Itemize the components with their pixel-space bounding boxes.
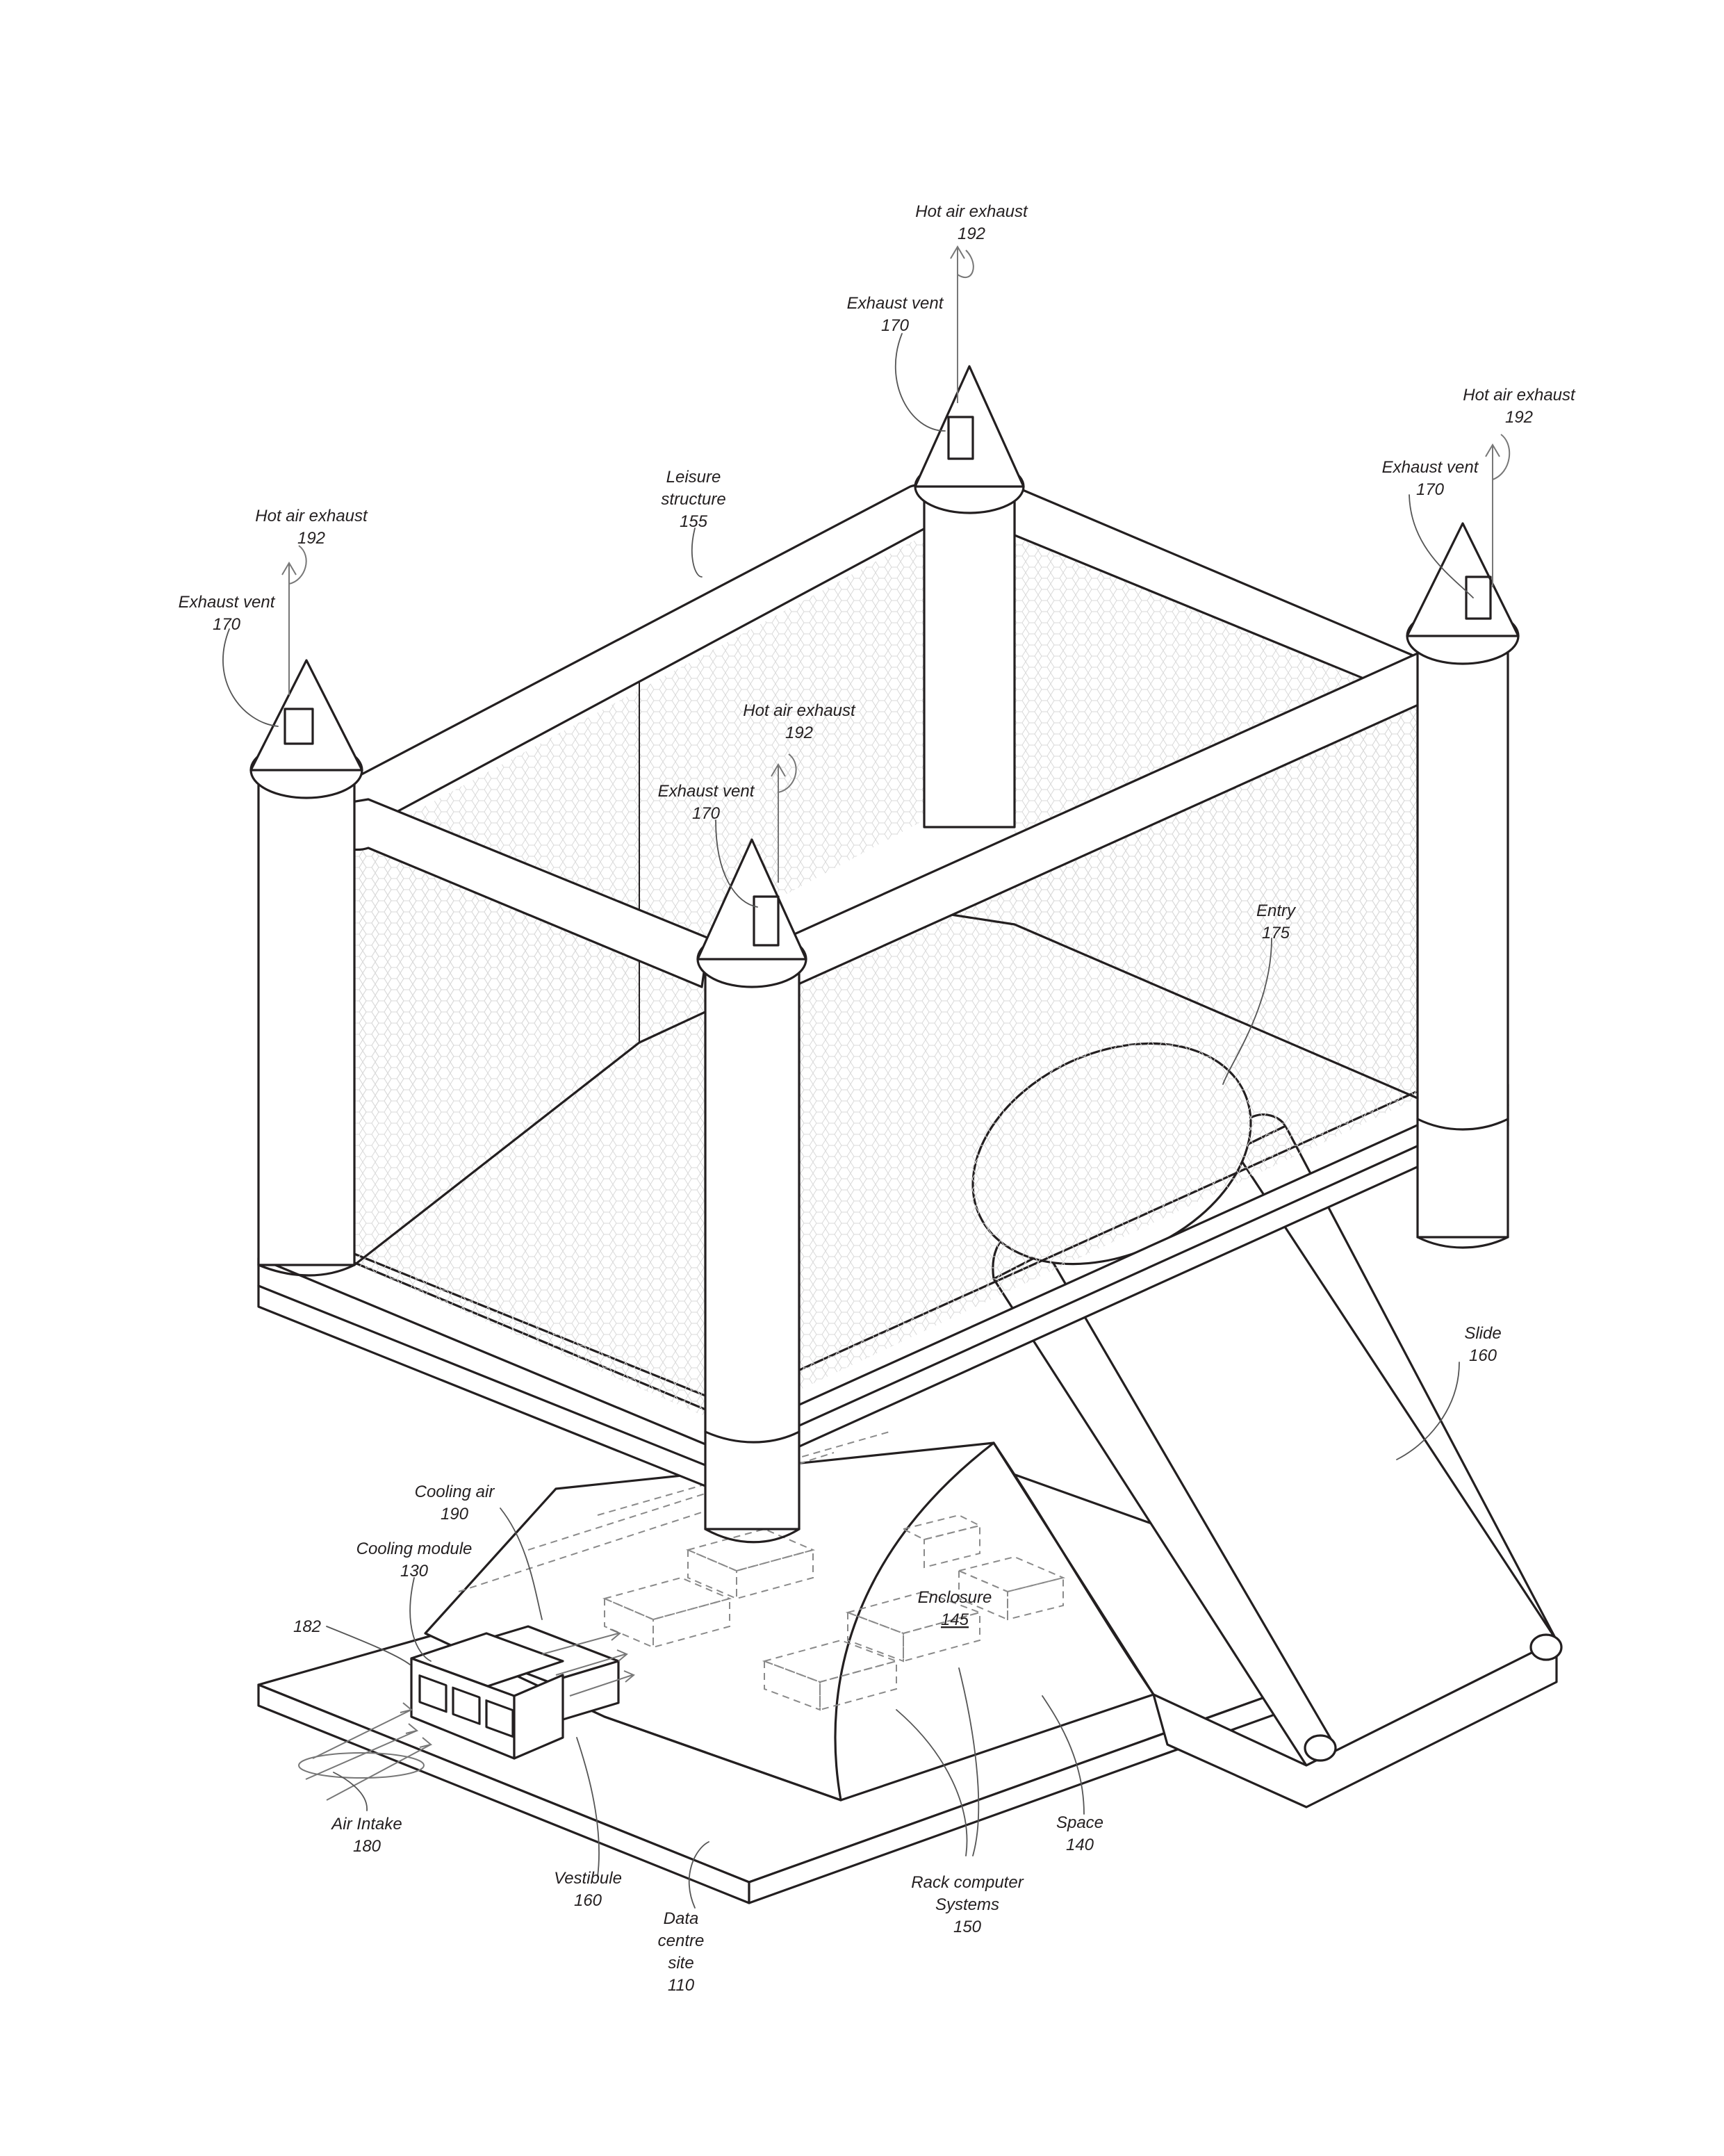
svg-text:Exhaust vent: Exhaust vent — [658, 782, 755, 801]
svg-text:Hot air exhaust: Hot air exhaust — [255, 507, 368, 525]
cooling-module — [410, 1632, 564, 1760]
hot-air-exhaust-arrows — [281, 245, 1511, 883]
svg-text:Exhaust vent: Exhaust vent — [179, 593, 276, 612]
svg-text:150: 150 — [953, 1918, 982, 1936]
air-flow-arrows — [298, 1628, 635, 1801]
svg-text:Data: Data — [664, 1909, 699, 1928]
label-cooling-module: Cooling module 130 — [356, 1540, 473, 1581]
svg-text:192: 192 — [297, 529, 325, 548]
leisure-structure — [249, 365, 1520, 1544]
svg-text:170: 170 — [213, 615, 241, 634]
tower-cone-front — [696, 838, 807, 988]
svg-text:155: 155 — [680, 512, 708, 531]
svg-text:190: 190 — [441, 1505, 469, 1524]
svg-text:Space: Space — [1056, 1813, 1103, 1832]
label-exhaust-vent-front: Exhaust vent 170 — [658, 782, 755, 823]
label-vestibule: Vestibule 160 — [554, 1869, 622, 1910]
label-182: 182 — [293, 1617, 321, 1636]
rack-computer-systems — [458, 1431, 1066, 1711]
svg-text:Rack computer: Rack computer — [911, 1873, 1024, 1892]
svg-text:140: 140 — [1066, 1836, 1094, 1854]
svg-text:Vestibule: Vestibule — [554, 1869, 622, 1888]
svg-text:structure: structure — [661, 490, 725, 509]
label-exhaust-vent-left: Exhaust vent 170 — [179, 593, 276, 634]
svg-text:Hot air exhaust: Hot air exhaust — [743, 701, 856, 720]
svg-text:Air Intake: Air Intake — [330, 1815, 402, 1834]
label-space: Space 140 — [1056, 1813, 1103, 1854]
svg-text:Slide: Slide — [1464, 1324, 1501, 1343]
svg-text:160: 160 — [574, 1891, 602, 1910]
label-air-intake: Air Intake 180 — [330, 1815, 402, 1856]
tower-cone-top — [914, 365, 1025, 514]
svg-text:Systems: Systems — [935, 1895, 999, 1914]
label-rack-computer-systems: Rack computer Systems 150 — [911, 1873, 1024, 1936]
svg-text:182: 182 — [293, 1617, 321, 1636]
label-slide: Slide 160 — [1464, 1324, 1501, 1365]
svg-text:Enclosure: Enclosure — [918, 1588, 992, 1607]
svg-text:Entry: Entry — [1256, 901, 1297, 920]
svg-text:130: 130 — [400, 1562, 429, 1581]
label-data-centre-site: Data centre site 110 — [658, 1909, 705, 1995]
label-hot-air-exhaust-left: Hot air exhaust 192 — [255, 507, 368, 548]
label-hot-air-exhaust-right: Hot air exhaust 192 — [1463, 386, 1576, 427]
svg-text:192: 192 — [785, 724, 813, 742]
svg-text:170: 170 — [692, 804, 721, 823]
svg-text:Hot air exhaust: Hot air exhaust — [1463, 386, 1576, 405]
svg-text:170: 170 — [1416, 480, 1445, 499]
label-hot-air-exhaust-front: Hot air exhaust 192 — [743, 701, 856, 742]
svg-text:Hot air exhaust: Hot air exhaust — [915, 202, 1028, 221]
leader-lines — [222, 333, 1474, 1909]
enclosure-space — [424, 1442, 1155, 1802]
tower-cone-left — [249, 659, 363, 799]
label-exhaust-vent-right: Exhaust vent 170 — [1382, 458, 1479, 499]
svg-text:110: 110 — [668, 1976, 695, 1995]
svg-text:192: 192 — [958, 224, 985, 243]
svg-text:centre: centre — [658, 1932, 705, 1950]
svg-text:145: 145 — [941, 1610, 969, 1629]
svg-text:Cooling air: Cooling air — [415, 1483, 495, 1501]
label-hot-air-exhaust-top: Hot air exhaust 192 — [915, 202, 1028, 243]
label-exhaust-vent-top: Exhaust vent 170 — [847, 294, 944, 335]
svg-text:Cooling module: Cooling module — [356, 1540, 473, 1558]
label-enclosure: Enclosure 145 — [918, 1588, 992, 1629]
svg-text:site: site — [668, 1954, 693, 1973]
svg-text:Leisure: Leisure — [666, 468, 721, 487]
label-cooling-air: Cooling air 190 — [415, 1483, 495, 1524]
svg-text:Exhaust vent: Exhaust vent — [1382, 458, 1479, 477]
svg-text:180: 180 — [353, 1837, 381, 1856]
svg-text:Exhaust vent: Exhaust vent — [847, 294, 944, 313]
label-leisure-structure: Leisure structure 155 — [661, 468, 725, 531]
label-entry: Entry 175 — [1256, 901, 1297, 942]
tower-cone-right — [1406, 522, 1520, 665]
svg-text:175: 175 — [1262, 924, 1290, 942]
svg-text:192: 192 — [1505, 408, 1533, 427]
svg-text:160: 160 — [1469, 1346, 1497, 1365]
svg-text:170: 170 — [881, 316, 910, 335]
